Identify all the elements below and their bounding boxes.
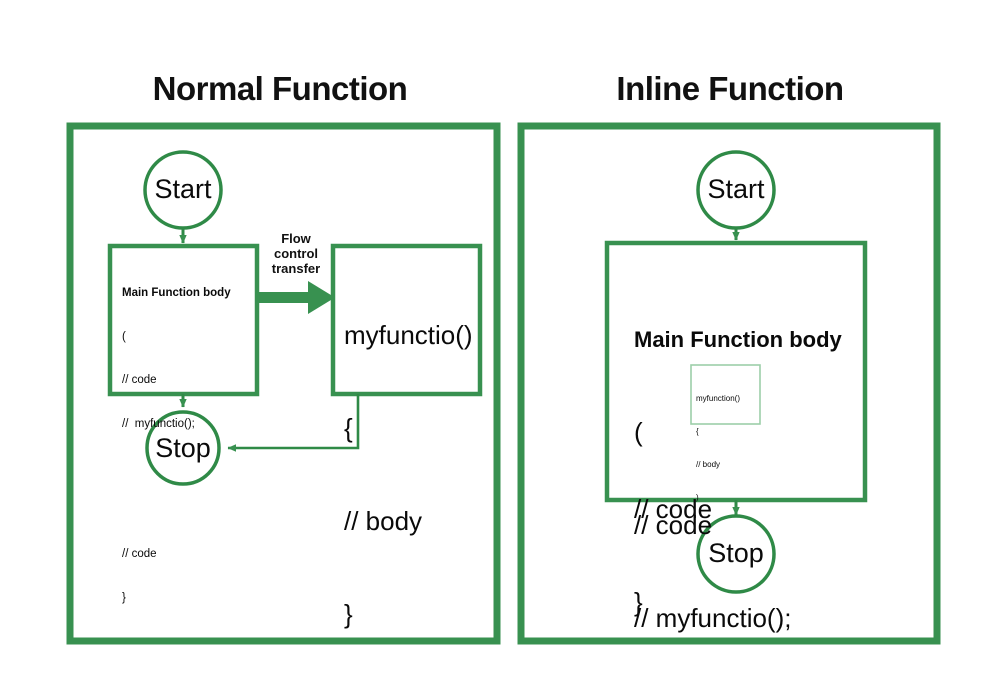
code-blank-line — [122, 504, 252, 519]
panel-title-normal: Normal Function — [152, 70, 408, 107]
code-blank-line — [122, 460, 252, 475]
code-line: ( — [634, 417, 643, 447]
code-line: myfunction() — [696, 394, 741, 403]
panel-title-inline: Inline Function — [616, 70, 844, 107]
flow-control-arrow — [257, 281, 335, 314]
code-line: } — [122, 591, 126, 604]
stop-node-label-normal: Stop — [155, 433, 211, 463]
stop-node-label-inline: Stop — [708, 538, 764, 568]
code-line: // code — [122, 374, 157, 386]
main-function-heading-normal: Main Function body — [122, 287, 231, 299]
code-line: } — [344, 599, 353, 629]
code-line: // body — [344, 506, 423, 536]
main-function-code-inline-tail: // code } — [634, 432, 864, 680]
code-line: // myfunctio(); — [634, 603, 792, 633]
main-function-code-inline: Main Function body ( // code // myfuncti… — [634, 262, 864, 688]
code-line: // body — [696, 460, 721, 469]
inlined-function-code: myfunction() { // body ) — [696, 371, 758, 525]
start-node-label-normal: Start — [154, 174, 212, 204]
flow-label-line-2: control — [273, 246, 319, 261]
code-line: // code — [634, 494, 713, 524]
flow-control-transfer-label: Flow control transfer — [258, 231, 334, 276]
code-line: // code — [122, 548, 157, 560]
code-line: myfunctio() — [344, 320, 473, 350]
flow-label-line-3: transfer — [271, 261, 321, 276]
code-line: } — [634, 587, 643, 617]
start-node-label-inline: Start — [707, 174, 765, 204]
code-line: ) — [696, 493, 699, 502]
code-line: ( — [122, 330, 126, 343]
flow-label-line-1: Flow — [281, 231, 311, 246]
main-function-heading-inline: Main Function body — [634, 327, 842, 352]
code-line: // myfunctio(); — [122, 417, 195, 430]
code-line: { — [696, 427, 699, 436]
code-line: { — [344, 413, 353, 443]
main-function-code-normal: Main Function body ( // code // myfuncti… — [122, 257, 252, 634]
function-code-normal: myfunctio() { // body } — [344, 258, 484, 688]
code-line: // code — [634, 510, 713, 540]
